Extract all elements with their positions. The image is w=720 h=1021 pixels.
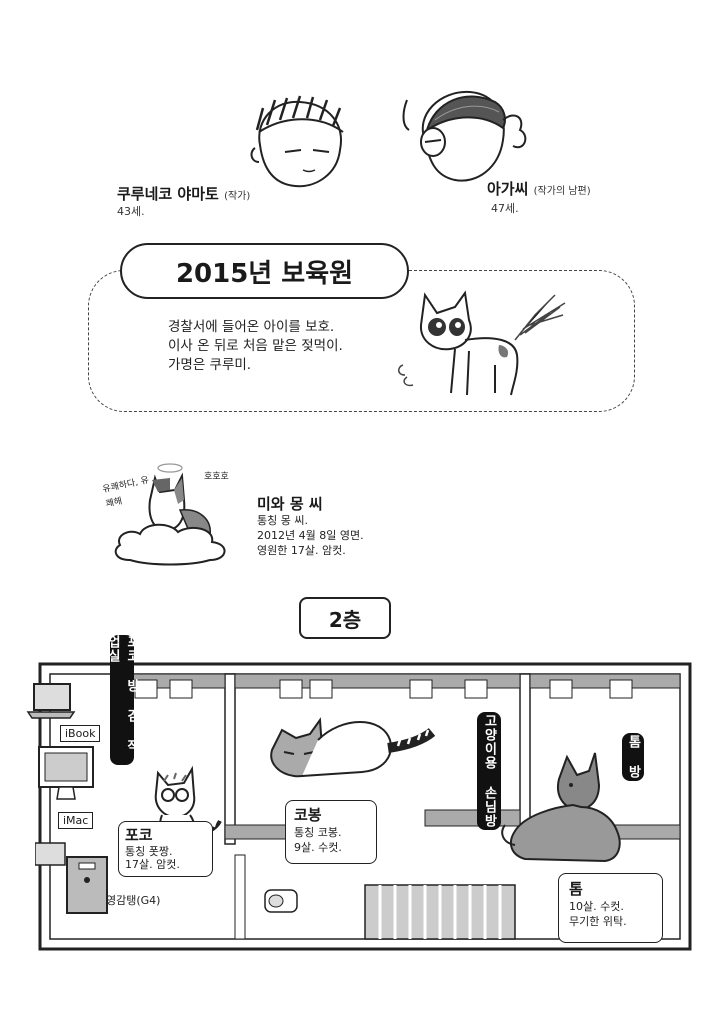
miwa-bubble-right: 호호호 (204, 472, 229, 482)
author-role: (작가) (224, 191, 251, 202)
g4-label: 영감탱(G4) (106, 894, 161, 907)
husband-illustration (402, 90, 527, 182)
author-illustration (250, 95, 344, 188)
kurumi-description: 경찰서에 들어온 아이를 보호. 이사 온 뒤로 처음 맡은 젖먹이. 가명은 … (168, 318, 343, 375)
tom-name: 톰 (569, 880, 583, 898)
kobong-label-box: 코봉 통칭 코봉. 9살. 수컷. (285, 800, 377, 864)
stairs (364, 884, 516, 940)
poko-label-box: 포코 통칭 폿짱. 17살. 암컷. (118, 821, 213, 877)
kobong-name: 코봉 (294, 806, 322, 824)
miwa-name: 미와 몽 씨 (257, 495, 323, 513)
kurumi-kitten-illustration (398, 290, 566, 396)
author-name: 쿠루네코 야마토 (작가) (117, 185, 251, 203)
husband-role: (작가의 남편) (533, 186, 591, 197)
imac-illustration (38, 746, 94, 800)
floor-label: 2층 (299, 597, 391, 639)
miwa-info-line: 영원한 17살. 암컷. (257, 544, 346, 557)
tom-info-line: 무기한 위탁. (569, 915, 627, 928)
kobong-cat-illustration (270, 717, 436, 778)
kurumi-desc-line: 이사 온 뒤로 처음 맡은 젖먹이. (168, 338, 343, 354)
kobong-info-line: 9살. 수컷. (294, 841, 342, 854)
tom-info-line: 10살. 수컷. (569, 900, 624, 913)
tom-cat-illustration (501, 752, 621, 863)
imac-label: iMac (58, 812, 94, 829)
ibook-label: iBook (60, 725, 101, 742)
miwa-info-line: 통칭 몽 씨. (257, 514, 308, 527)
miwa-info: 통칭 몽 씨. 2012년 4월 8일 영면. 영원한 17살. 암컷. (257, 513, 364, 558)
g4-illustration (35, 842, 108, 914)
section-title: 2015년 보육원 (120, 243, 409, 299)
guest-room-label: 고양이용 손님방 (477, 712, 501, 830)
tom-label-box: 톰 10살. 수컷. 무기한 위탁. (558, 873, 663, 943)
miwa-ghost-cat-illustration (114, 463, 226, 566)
kobong-info-line: 통칭 코봉. (294, 826, 342, 839)
poko-name: 포코 (125, 826, 153, 844)
ibook-illustration (26, 683, 76, 719)
kurumi-desc-line: 가명은 쿠루미. (168, 357, 252, 373)
author-age: 43세. (117, 205, 145, 218)
miwa-info-line: 2012년 4월 8일 영면. (257, 529, 364, 542)
husband-name: 아가씨 (작가의 남편) (487, 180, 591, 198)
husband-age: 47세. (491, 202, 519, 215)
poko-info-line: 통칭 폿짱. (125, 845, 173, 858)
kurumi-desc-line: 경찰서에 들어온 아이를 보호. (168, 319, 335, 335)
poko-info-line: 17살. 암컷. (125, 858, 180, 871)
tom-room-label: 톰 방 (622, 733, 644, 781)
poko-room-label: 포코 방 겸 작업실 (105, 635, 139, 765)
